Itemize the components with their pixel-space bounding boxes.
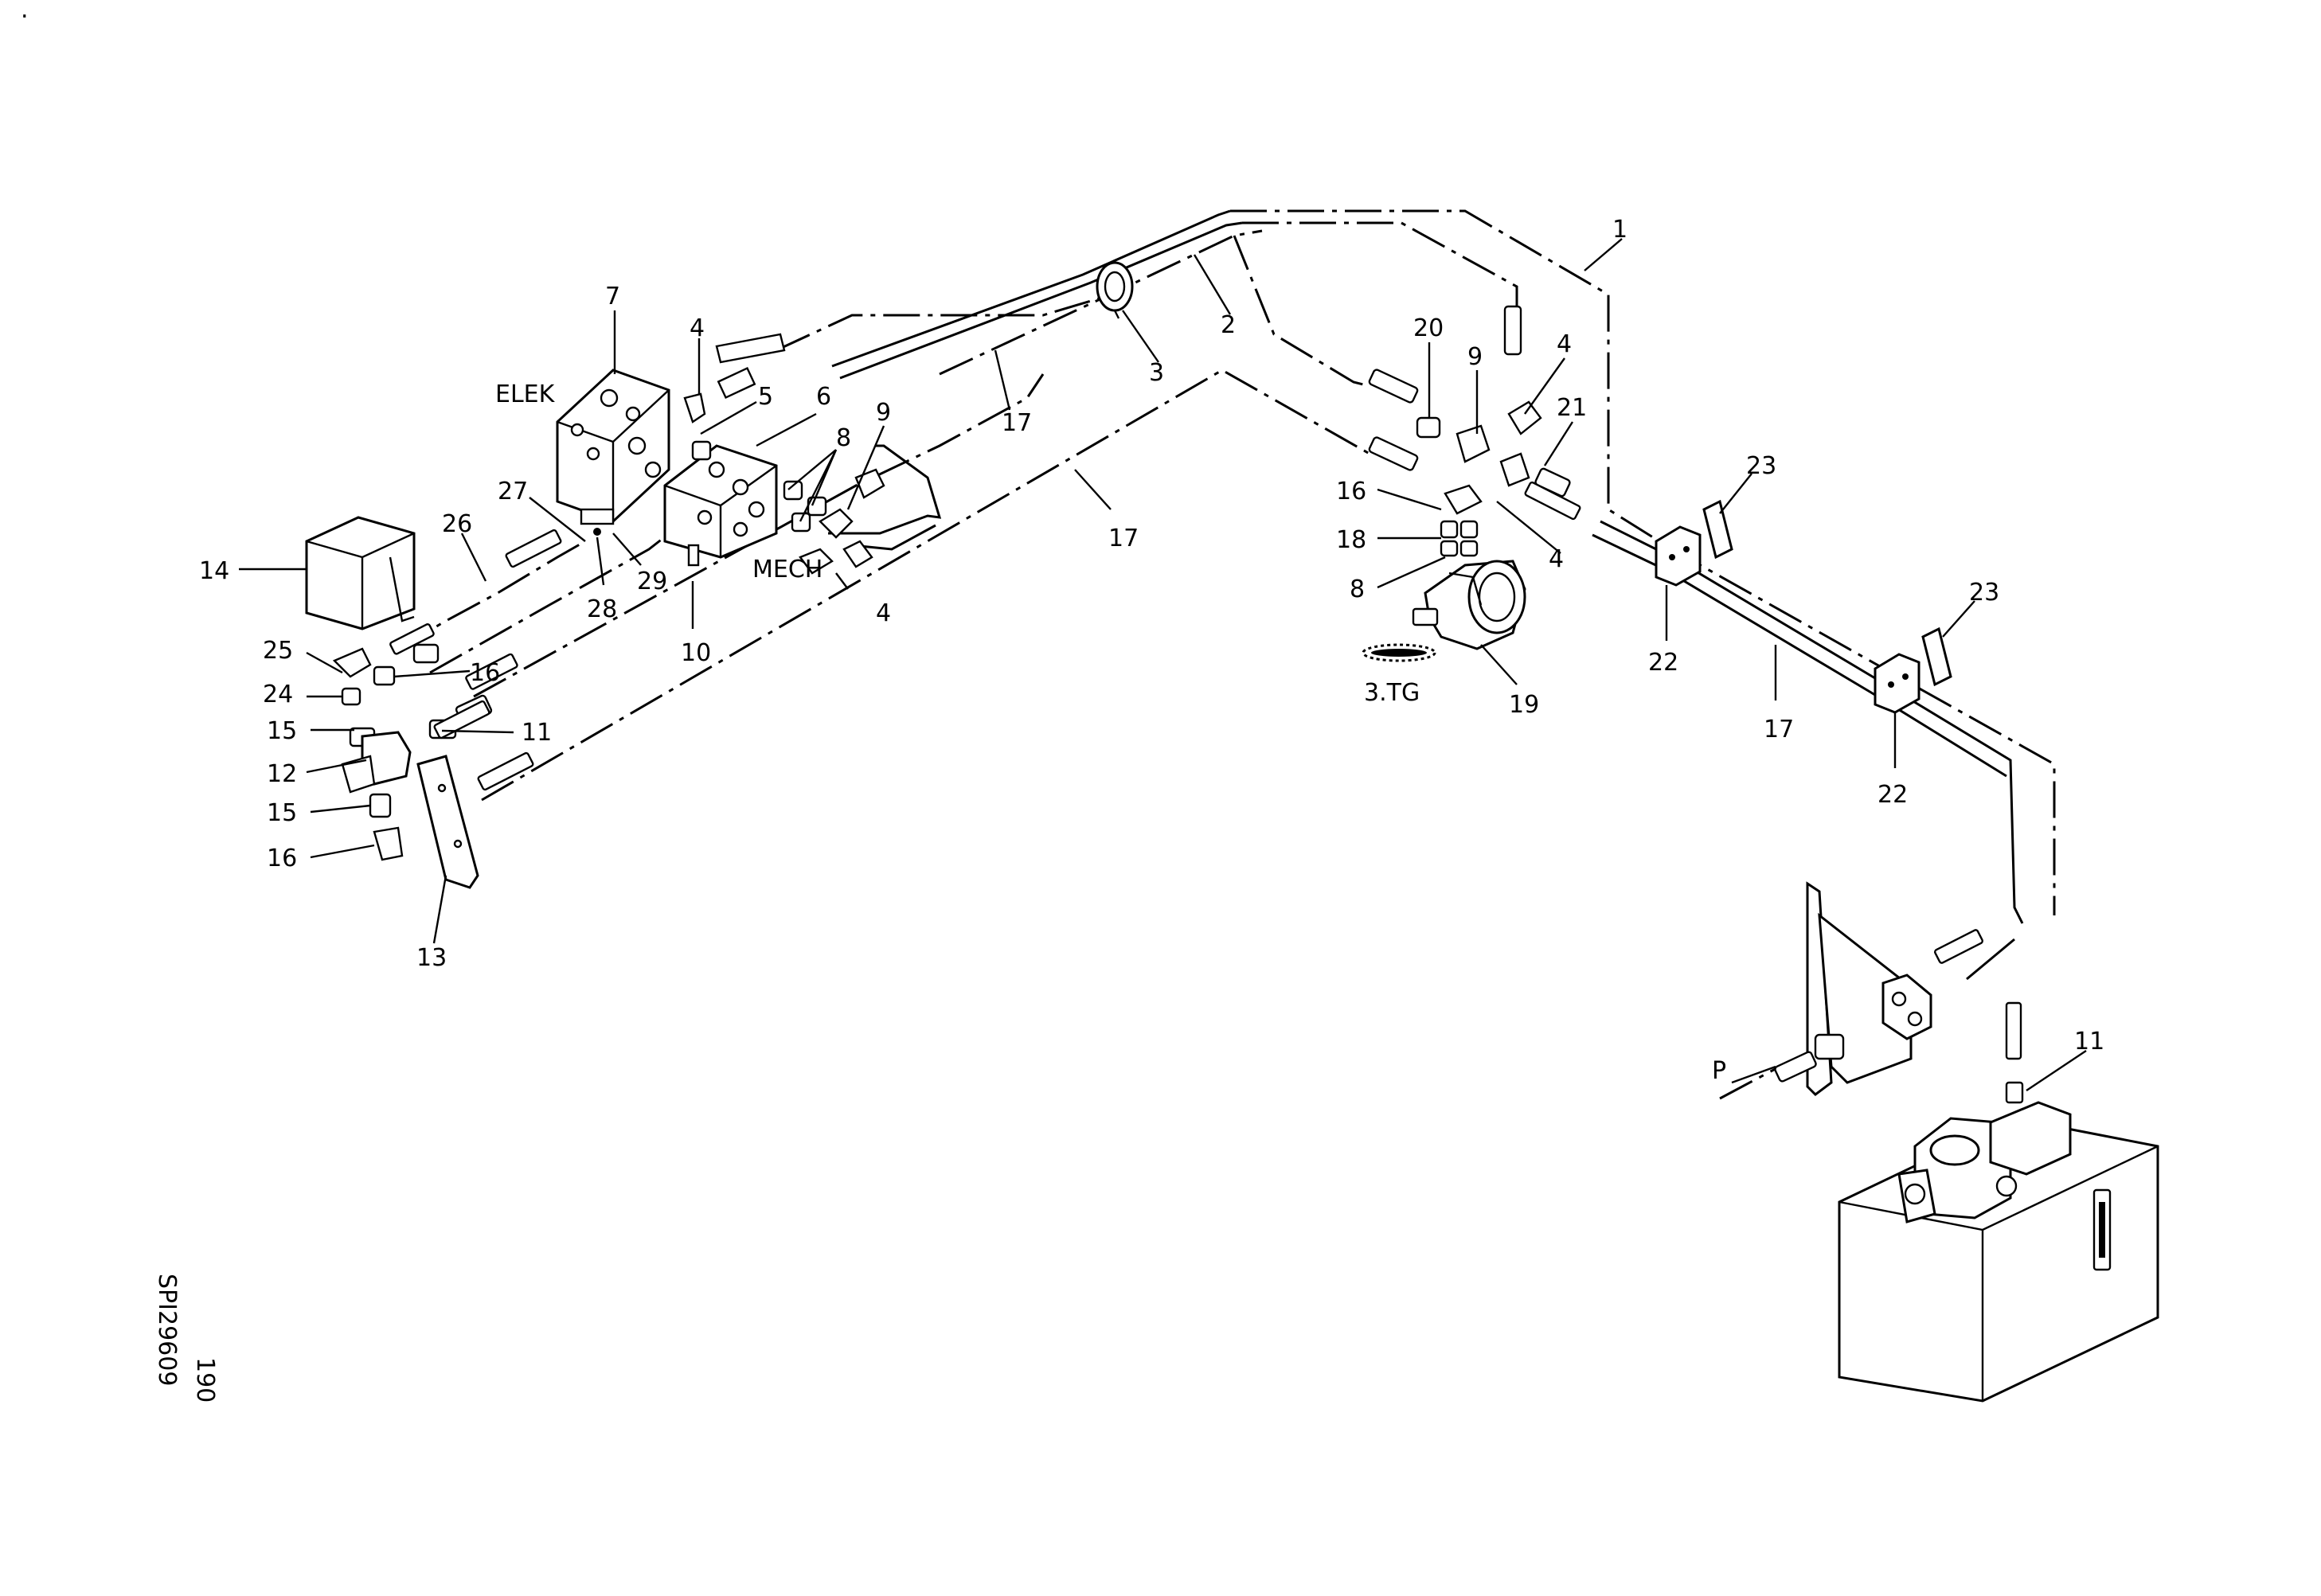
hose-p <box>1719 1065 1780 1100</box>
hose-bundle-a <box>831 209 1231 368</box>
callout-13: 13 <box>416 944 447 972</box>
cover-14 <box>305 516 416 630</box>
valve-block-10 <box>663 444 778 567</box>
drawing-code: SPI29609 <box>153 1274 181 1386</box>
annotation-labels: ELEK MECH 3.TG P <box>495 380 1726 1085</box>
callout-16-right: 16 <box>1336 478 1366 505</box>
leader-lines <box>239 238 2087 1091</box>
callout-4-mech: 4 <box>876 599 891 627</box>
callout-20: 20 <box>1413 314 1444 342</box>
callout-11-right: 11 <box>2074 1028 2104 1056</box>
callout-12: 12 <box>267 760 297 788</box>
callout-16-left-bottom: 16 <box>267 845 297 872</box>
label-elek: ELEK <box>495 380 556 408</box>
callout-16-left-top: 16 <box>470 659 500 687</box>
callout-17-c: 17 <box>1764 716 1794 743</box>
clamp-22-b <box>1874 653 1920 714</box>
callout-5: 5 <box>758 383 773 411</box>
callout-26: 26 <box>442 510 472 538</box>
callout-15-bottom: 15 <box>267 799 297 827</box>
clamp-22-a <box>1655 525 1702 587</box>
drawing-code-block: SPI29609 190 <box>153 1274 219 1403</box>
callout-10: 10 <box>681 639 711 667</box>
callout-21: 21 <box>1557 394 1587 422</box>
callout-27: 27 <box>498 478 528 505</box>
tg-symbol <box>1362 643 1436 662</box>
hose-17-mid <box>473 373 1045 698</box>
callout-25: 25 <box>263 637 293 665</box>
callout-24: 24 <box>263 681 293 708</box>
callout-23-a: 23 <box>1746 452 1776 480</box>
hose-26 <box>397 540 586 650</box>
label-mech: MECH <box>752 556 823 583</box>
callout-11-left: 11 <box>522 719 552 747</box>
callout-14: 14 <box>199 557 229 585</box>
label-tg: 3.TG <box>1364 679 1420 707</box>
clamp-3 <box>1096 261 1134 319</box>
shim-23-a <box>1702 499 1733 560</box>
callout-22-a: 22 <box>1648 649 1678 677</box>
pump-bracket <box>1774 881 1932 1096</box>
callout-1: 1 <box>1612 216 1627 244</box>
hose-to-motor <box>1233 235 1370 388</box>
mech-loop <box>828 444 942 535</box>
hose-1 <box>1230 209 2056 915</box>
callout-2: 2 <box>1221 311 1236 339</box>
callout-4-right-top: 4 <box>1557 330 1572 358</box>
callout-29: 29 <box>637 568 667 595</box>
hose-upper-left <box>776 295 1108 352</box>
hose-17-long <box>481 369 1374 802</box>
fittings-right <box>1368 305 1571 557</box>
callout-17-a: 17 <box>1002 409 1032 437</box>
hose-return <box>1966 938 2015 981</box>
motor-19 <box>1412 560 1526 650</box>
hose-1-branch <box>1242 221 1518 326</box>
pump-on-tank <box>1897 1081 2072 1223</box>
shim-23-b <box>1921 626 1952 687</box>
callout-9-left: 9 <box>876 399 891 427</box>
callout-28: 28 <box>587 595 617 623</box>
fittings-cluster-left <box>683 333 885 575</box>
valve-block-7 <box>556 369 670 536</box>
callout-4-top: 4 <box>690 314 705 342</box>
hose-17-right-b <box>1592 533 2007 778</box>
bracket-13 <box>416 755 479 889</box>
fittings-left-column <box>332 643 493 861</box>
corner-mark: . <box>21 0 29 24</box>
callout-labels: 1 2 3 4 5 6 7 8 9 4 10 11 12 13 14 15 15… <box>199 216 2104 1056</box>
callout-17-b: 17 <box>1108 525 1139 552</box>
callout-8-left: 8 <box>836 424 851 452</box>
callout-23-b: 23 <box>1969 579 1999 607</box>
callout-9-right: 9 <box>1467 343 1483 371</box>
callout-22-b: 22 <box>1878 781 1908 809</box>
callout-3: 3 <box>1149 359 1164 387</box>
callout-7: 7 <box>605 283 620 310</box>
callout-18: 18 <box>1336 526 1366 554</box>
callout-8-right: 8 <box>1350 576 1365 603</box>
hose-routes <box>397 209 2056 1100</box>
hose-17-right-a <box>1600 520 2024 924</box>
callout-6: 6 <box>816 383 831 411</box>
mech-loop-2 <box>851 524 936 551</box>
callout-19: 19 <box>1509 691 1539 719</box>
callout-15-top: 15 <box>267 717 297 745</box>
sheet-number: 190 <box>191 1357 219 1403</box>
hose-bundle-c <box>939 229 1263 376</box>
callout-4-right-bottom: 4 <box>1549 545 1564 573</box>
hose-ends <box>389 481 2022 1060</box>
label-p: P <box>1712 1057 1726 1085</box>
hose-bundle-b <box>839 221 1243 380</box>
